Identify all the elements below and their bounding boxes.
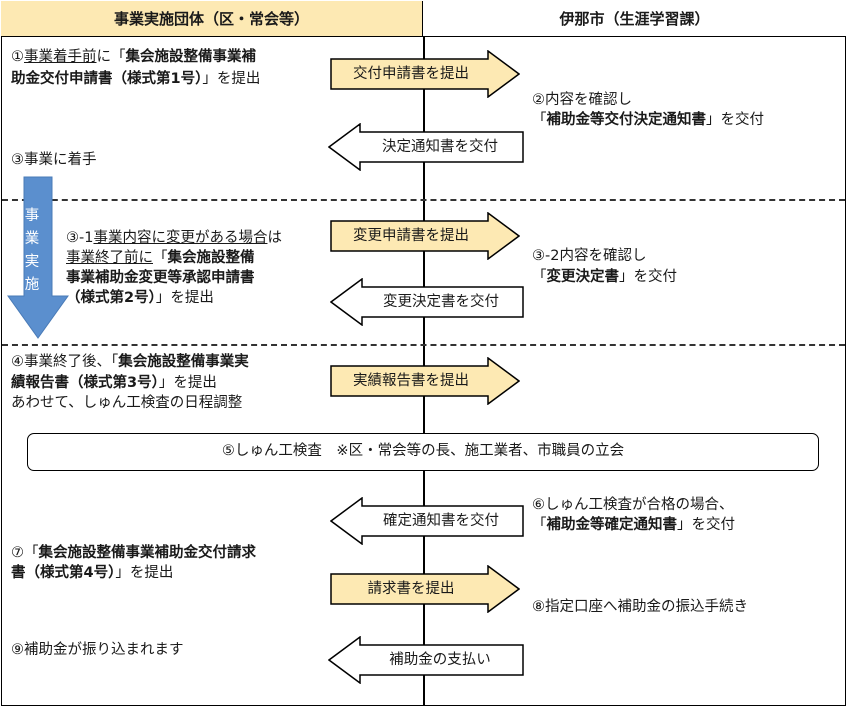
arrow-payment-label: 補助金の支払い (389, 652, 491, 668)
progress-char-3: 実 (24, 254, 40, 270)
step-3-1-line4: （様式第2号）」を提出 (66, 290, 214, 306)
arrow-result-report: 実績報告書を提出 (330, 357, 520, 405)
header-left-title: 事業実施団体（区・常会等） (1, 1, 423, 37)
section-divider-2 (2, 344, 845, 346)
step-6-line2: 「補助金等確定通知書」を交付 (532, 517, 735, 533)
arrow-final-notice-label: 確定通知書を交付 (383, 513, 499, 529)
step-4-line2: 績報告書（様式第3号）」を提出 (11, 375, 217, 391)
step-3-2-line1: ③-2内容を確認し (532, 248, 647, 264)
progress-down-arrow (5, 176, 71, 340)
step-1-line2: 助金交付申請書（様式第1号）」を提出 (11, 71, 261, 87)
step-3-2-line2: 「変更決定書」を交付 (532, 269, 677, 285)
arrow-application-submit-label: 交付申請書を提出 (353, 66, 469, 82)
progress-char-2: 業 (24, 231, 40, 247)
step-3-1-line2: 事業終了前に「集会施設整備 (66, 250, 255, 266)
arrow-decision-notice-label: 決定通知書を交付 (382, 139, 498, 155)
progress-char-4: 施 (24, 277, 40, 293)
arrow-change-decision: 変更決定書を交付 (330, 278, 524, 326)
arrow-change-decision-label: 変更決定書を交付 (383, 294, 499, 310)
step-1-line1: ①事業着手前に「集会施設整備事業補 (11, 49, 256, 65)
step-2-line2: 「補助金等交付決定通知書」を交付 (532, 112, 764, 128)
step-3-1-line3: 事業補助金変更等承認申請書 (66, 270, 255, 286)
arrow-application-submit: 交付申請書を提出 (330, 50, 520, 98)
step-5-inspection-box: ⑤しゅん工検査 ※区・常会等の長、施工業者、市職員の立会 (27, 433, 819, 471)
section-divider-1 (2, 199, 845, 201)
step-7-line1: ⑦「集会施設整備事業補助金交付請求 (11, 545, 256, 561)
step-2-line1: ②内容を確認し (532, 92, 632, 108)
header-right-title: 伊那市（生涯学習課） (423, 1, 846, 37)
arrow-result-report-label: 実績報告書を提出 (353, 373, 469, 389)
arrow-change-application: 変更申請書を提出 (330, 212, 520, 260)
step-3-1-line1: ③-1事業内容に変更がある場合は (66, 230, 282, 246)
arrow-decision-notice: 決定通知書を交付 (328, 123, 524, 171)
arrow-final-notice: 確定通知書を交付 (330, 497, 524, 545)
step-8-text: ⑧指定口座へ補助金の振込手続き (532, 599, 748, 615)
step-6-line1: ⑥しゅん工検査が合格の場合、 (532, 497, 734, 513)
step-3-text: ③事業に着手 (11, 152, 97, 168)
progress-char-1: 事 (24, 208, 40, 224)
step-9-text: ⑨補助金が振り込まれます (11, 642, 184, 658)
step-4-line3: あわせて、しゅん工検査の日程調整 (11, 395, 243, 411)
step-4-line1: ④事業終了後、「集会施設整備事業実 (11, 354, 249, 370)
step-7-line2: 書（様式第4号）」を提出 (11, 565, 174, 581)
arrow-payment: 補助金の支払い (328, 636, 524, 684)
arrow-payment-request: 請求書を提出 (330, 565, 520, 613)
arrow-payment-request-label: 請求書を提出 (367, 581, 455, 597)
arrow-change-application-label: 変更申請書を提出 (353, 228, 469, 244)
